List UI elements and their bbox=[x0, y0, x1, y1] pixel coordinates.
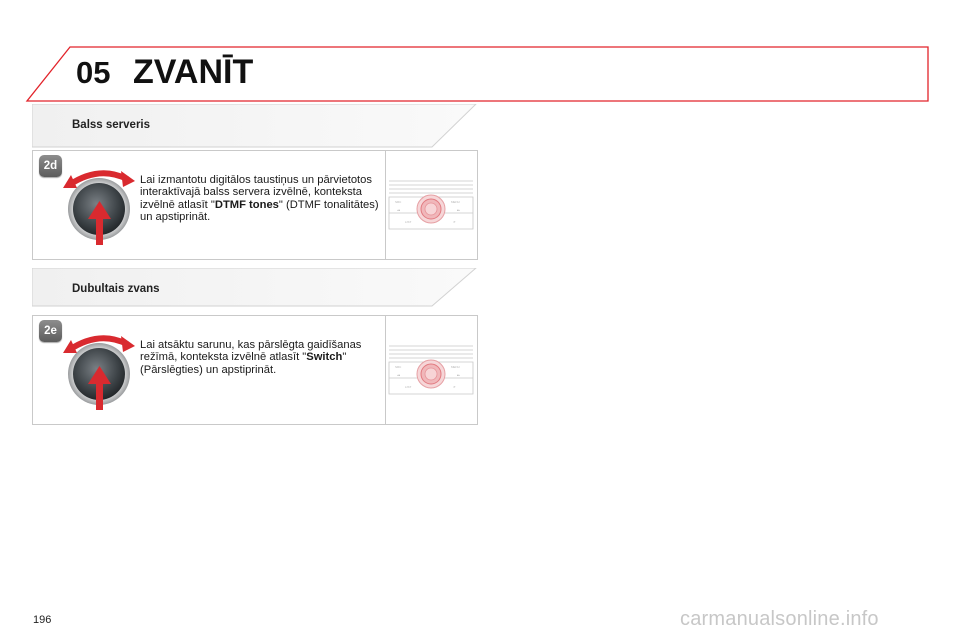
instruction-box: 2d bbox=[32, 150, 478, 260]
watermark: carmanualsonline.info bbox=[680, 608, 879, 630]
chapter-number: 05 bbox=[76, 55, 111, 90]
radio-panel-icon: SRC MENU ◂◂ ▸▸ LIST ↺ bbox=[385, 151, 477, 264]
push-arrow-icon bbox=[88, 366, 111, 410]
bold-option: Switch bbox=[306, 351, 343, 364]
svg-text:LIST: LIST bbox=[405, 220, 412, 224]
svg-text:MENU: MENU bbox=[451, 200, 460, 204]
divider bbox=[385, 316, 386, 424]
section-title: Balss serveris bbox=[72, 119, 151, 131]
svg-text:◂◂: ◂◂ bbox=[397, 208, 401, 212]
svg-text:SRC: SRC bbox=[395, 200, 402, 204]
svg-text:↺: ↺ bbox=[453, 220, 456, 224]
radio-panel-icon: SRC MENU ◂◂ ▸▸ LIST ↺ bbox=[385, 316, 477, 429]
svg-text:↺: ↺ bbox=[453, 385, 456, 389]
chapter-title: ZVANĪT bbox=[133, 53, 254, 91]
svg-text:▸▸: ▸▸ bbox=[457, 373, 461, 377]
svg-text:◂◂: ◂◂ bbox=[397, 373, 401, 377]
divider bbox=[385, 151, 386, 259]
step-badge: 2d bbox=[39, 155, 62, 177]
rotate-arrow-icon bbox=[63, 170, 135, 188]
svg-text:SRC: SRC bbox=[395, 365, 402, 369]
section-title-bar: Balss serveris bbox=[32, 104, 477, 148]
svg-text:MENU: MENU bbox=[451, 365, 460, 369]
svg-text:LIST: LIST bbox=[405, 385, 412, 389]
instruction-box: 2e bbox=[32, 315, 478, 425]
rotate-arrow-icon bbox=[63, 335, 135, 353]
chapter-header: 05 ZVANĪT bbox=[0, 0, 960, 110]
rotary-knob-icon bbox=[61, 161, 141, 261]
svg-text:▸▸: ▸▸ bbox=[457, 208, 461, 212]
instruction-text: Lai izmantotu digitālos taustiņus un pār… bbox=[140, 174, 379, 224]
section-title-bar: Dubultais zvans bbox=[32, 268, 477, 312]
page-number: 196 bbox=[33, 614, 52, 626]
bold-option: DTMF tones bbox=[214, 198, 279, 211]
instruction-text: Lai atsāktu sarunu, kas pārslēgta gaidīš… bbox=[140, 339, 362, 376]
step-badge: 2e bbox=[39, 320, 62, 342]
push-arrow-icon bbox=[88, 201, 111, 245]
header-frame bbox=[25, 46, 929, 102]
rotary-knob-icon bbox=[61, 326, 141, 426]
section-title: Dubultais zvans bbox=[72, 283, 160, 295]
